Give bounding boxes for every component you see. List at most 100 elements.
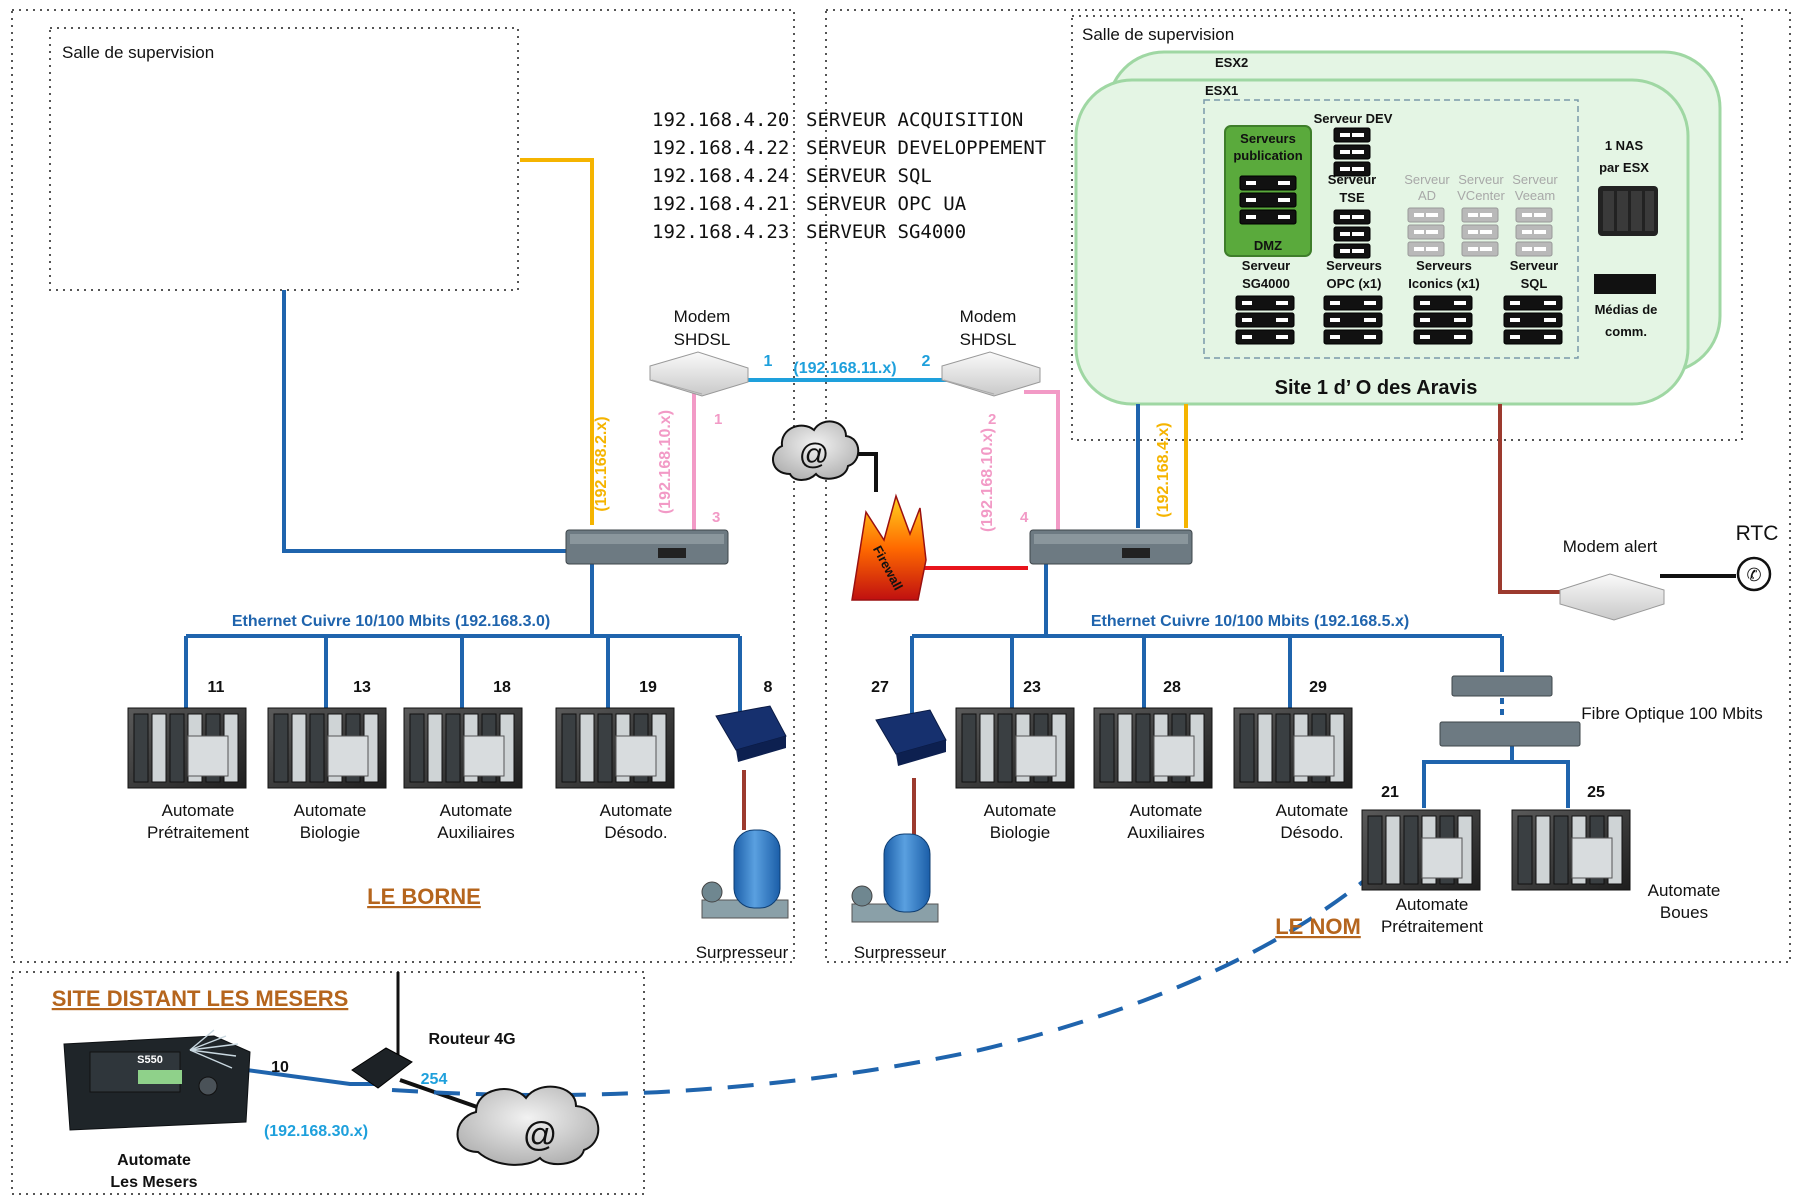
shdsl-subnet-label: (192.168.11.x) — [793, 360, 896, 377]
device-19-label-2: Désodo. — [604, 823, 667, 842]
serial-converter-right-icon — [875, 709, 947, 766]
server-opc-label-1: Serveurs — [1326, 258, 1382, 273]
server-ad-label-2: AD — [1418, 188, 1436, 203]
server-iconics-icon — [1413, 295, 1473, 345]
remote-number-10: 10 — [271, 1059, 289, 1076]
device-number-13: 13 — [353, 679, 371, 696]
plc-icons — [127, 707, 1631, 891]
shdsl-port-1: 1 — [764, 353, 773, 370]
plc-18-icon — [403, 707, 523, 789]
link-yellow-left — [520, 158, 594, 525]
remote-subnet-label: (192.168.30.x) — [264, 1123, 368, 1140]
server-name-4: SERVEUR OPC UA — [806, 193, 967, 215]
nas-icon — [1598, 186, 1658, 236]
modem-alert-label: Modem alert — [1563, 537, 1658, 556]
device-11-label-1: Automate — [162, 801, 235, 820]
server-name-3: SERVEUR SQL — [806, 165, 932, 187]
rtc-label: RTC — [1736, 522, 1779, 545]
device-25-label-2: Boues — [1660, 903, 1708, 922]
device-number-25: 25 — [1587, 784, 1605, 801]
switch-left-icon — [565, 529, 729, 565]
medias-label-1: Médias de — [1595, 302, 1658, 317]
yellow-right-subnet-label: (192.168.4.x) — [1155, 422, 1172, 517]
server-stack-icons — [1235, 127, 1563, 345]
yellow-left-subnet-label: (192.168.2.x) — [593, 416, 610, 511]
device-23-label-1: Automate — [984, 801, 1057, 820]
router-4g-icon — [351, 972, 413, 1089]
device-number-18: 18 — [493, 679, 511, 696]
internet-cloud-icon: @ — [772, 420, 860, 481]
device-28-label-2: Auxiliaires — [1127, 823, 1204, 842]
plc-19-icon — [555, 707, 675, 789]
modem-left-label-2: SHDSL — [674, 330, 731, 349]
link-pink-right — [1024, 390, 1060, 530]
server-vcenter-label-2: VCenter — [1457, 188, 1505, 203]
medias-label-2: comm. — [1605, 324, 1647, 339]
server-opc-icon — [1323, 295, 1383, 345]
modem-shdsl-right-icon — [941, 351, 1041, 397]
server-sql-icon — [1503, 295, 1563, 345]
switch-right-icon — [1029, 529, 1193, 565]
device-29-label-2: Désodo. — [1280, 823, 1343, 842]
device-21-label-2: Prétraitement — [1381, 917, 1483, 936]
modem-alert-icon — [1559, 573, 1665, 621]
site-aravis-title: Site 1 d’ O des Aravis — [1275, 377, 1478, 399]
server-ad-label-1: Serveur — [1404, 172, 1450, 187]
esx1-label: ESX1 — [1205, 83, 1238, 98]
server-ip-3: 192.168.4.24 — [652, 165, 789, 187]
pink-left-port-bottom: 3 — [712, 509, 720, 526]
remote-plc-icon: S550 — [63, 1029, 251, 1131]
device-25-label-1: Automate — [1648, 881, 1721, 900]
shdsl-port-2: 2 — [922, 353, 931, 370]
plc-28-icon — [1093, 707, 1213, 789]
site-distant-title: SITE DISTANT LES MESERS — [52, 986, 349, 1011]
fibre-switch-top-icon — [1451, 675, 1553, 697]
server-vcenter-icon — [1461, 207, 1499, 257]
device-28-label-1: Automate — [1130, 801, 1203, 820]
publication-label-2: publication — [1233, 148, 1302, 163]
ethernet-right-label: Ethernet Cuivre 10/100 Mbits (192.168.5.… — [1091, 613, 1409, 630]
svg-text:✆: ✆ — [1746, 565, 1761, 585]
device-number-23: 23 — [1023, 679, 1041, 696]
server-sg4000-label-2: SG4000 — [1242, 276, 1290, 291]
zone-supervision-right-label: Salle de supervision — [1082, 25, 1234, 44]
plc-11-icon — [127, 707, 247, 789]
server-ad-icon — [1407, 207, 1445, 257]
zone-supervision-left — [49, 27, 519, 291]
server-name-5: SERVEUR SG4000 — [806, 221, 966, 243]
pink-right-port-bottom: 4 — [1020, 509, 1029, 526]
modem-left-label-1: Modem — [674, 307, 731, 326]
device-21-label-1: Automate — [1396, 895, 1469, 914]
device-18-label-2: Auxiliaires — [437, 823, 514, 842]
esx2-label: ESX2 — [1215, 55, 1248, 70]
remote-plc-label-2: Les Mesers — [110, 1174, 197, 1191]
server-tse-icon — [1333, 209, 1371, 259]
internet-at-label-top: @ — [799, 438, 829, 471]
server-sql-label-2: SQL — [1521, 276, 1548, 291]
server-ip-list: 192.168.4.20 SERVEUR ACQUISITION 192.168… — [652, 109, 1046, 243]
server-ip-2: 192.168.4.22 — [652, 137, 789, 159]
zone-site-distant — [11, 971, 645, 1195]
serial-converter-left-icon — [715, 705, 787, 762]
comm-media-icon — [1594, 274, 1656, 294]
zone-frames — [11, 9, 1791, 1195]
link-blue-supervision-left — [282, 290, 570, 553]
firewall-icon: Firewall — [851, 493, 927, 601]
server-sg4000-icon — [1235, 295, 1295, 345]
pink-right-subnet-label: (192.168.10.x) — [979, 428, 996, 532]
zone-supervision-right — [1071, 15, 1743, 441]
link-remote-plc — [231, 1066, 378, 1086]
server-dev-label: Serveur DEV — [1314, 111, 1393, 126]
nas-label-2: par ESX — [1599, 160, 1649, 175]
device-number-28: 28 — [1163, 679, 1181, 696]
plc-29-icon — [1233, 707, 1353, 789]
server-publication-icon — [1239, 175, 1297, 225]
modem-shdsl-left-icon — [649, 351, 749, 397]
esx-cluster: ESX2 ESX1 Serveurs publication DMZ Serve… — [1074, 50, 1722, 406]
fibre-label: Fibre Optique 100 Mbits — [1581, 704, 1762, 723]
pink-left-port-top: 1 — [714, 411, 722, 428]
internet-cloud-remote-icon: @ — [456, 1085, 600, 1166]
server-ip-5: 192.168.4.23 — [652, 221, 789, 243]
device-number-21: 21 — [1381, 784, 1399, 801]
